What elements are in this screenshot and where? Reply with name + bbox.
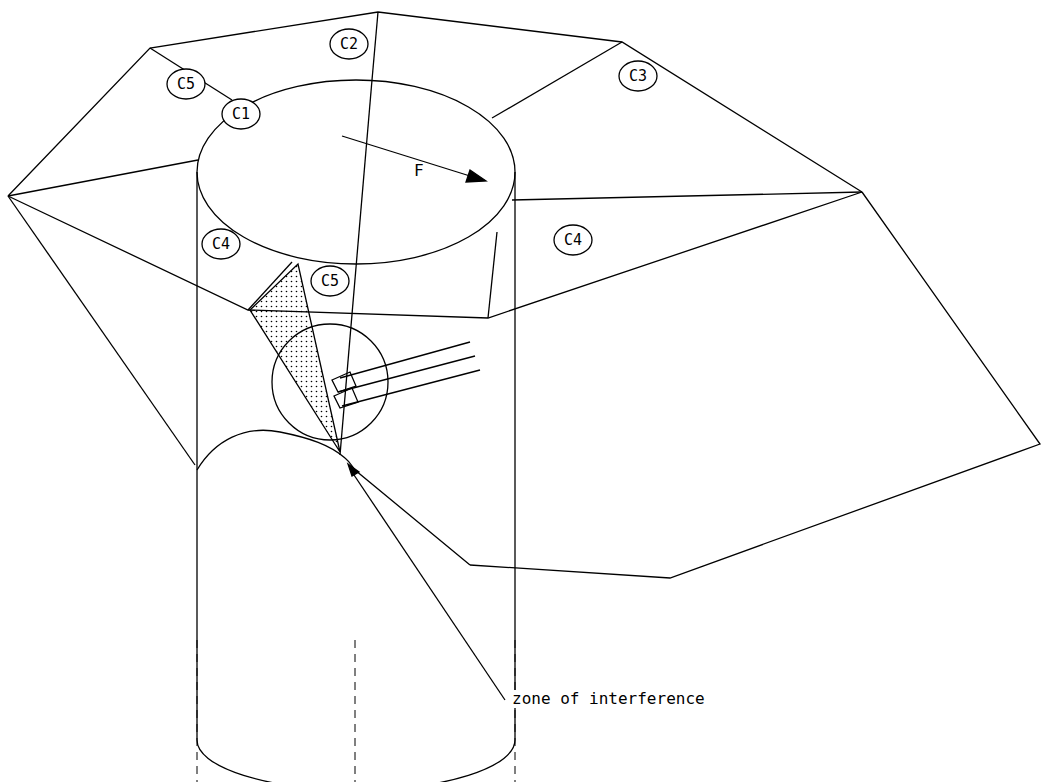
constraint-label: C3 bbox=[629, 69, 647, 84]
constraint-circle: C1 bbox=[221, 98, 261, 130]
constraint-circle: C4 bbox=[201, 228, 241, 260]
constraint-label: C5 bbox=[321, 274, 339, 289]
constraint-circle: C3 bbox=[618, 60, 658, 92]
constraint-circle: C2 bbox=[329, 28, 369, 60]
constraint-circle: C5 bbox=[310, 265, 350, 297]
constraint-label: C4 bbox=[564, 233, 582, 248]
force-label: F bbox=[414, 162, 424, 180]
constraint-label: C5 bbox=[177, 77, 195, 92]
callout-label: zone of interference bbox=[512, 690, 705, 708]
constraint-label: C4 bbox=[212, 237, 230, 252]
constraint-circle: C5 bbox=[166, 68, 206, 100]
constraint-circle: C4 bbox=[553, 224, 593, 256]
constraint-label: C2 bbox=[340, 37, 358, 52]
constraint-label: C1 bbox=[232, 107, 250, 122]
